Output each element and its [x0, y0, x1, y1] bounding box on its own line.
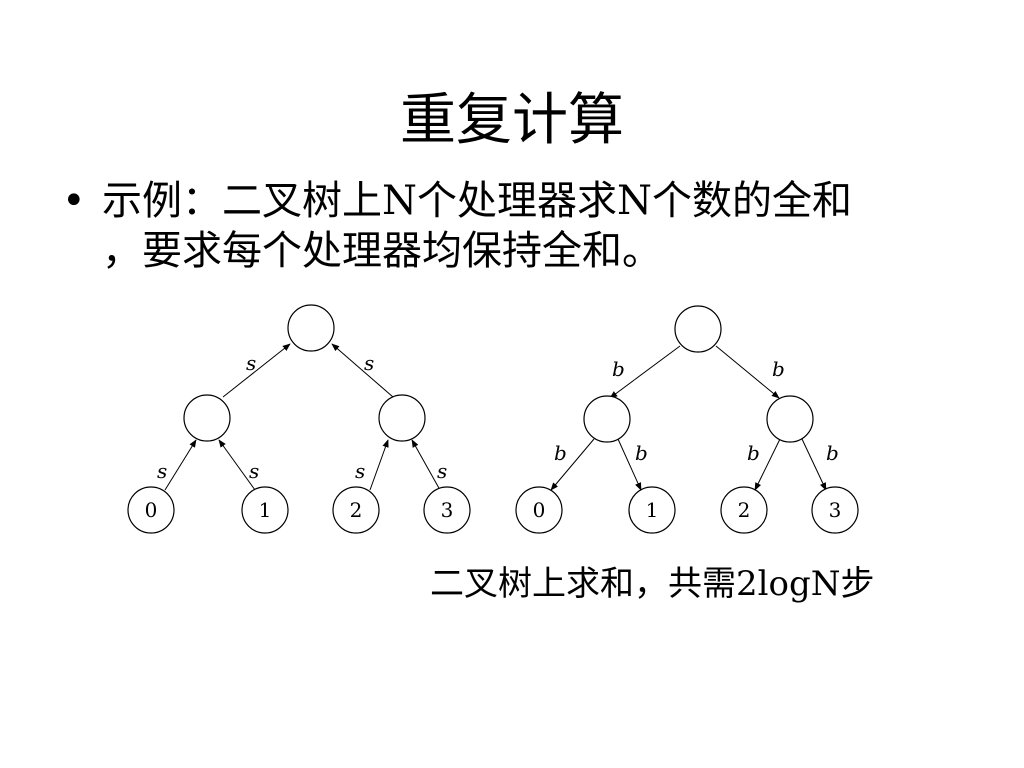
left-tree-edge [222, 343, 291, 398]
tree-node-leaf: 2 [332, 486, 380, 534]
left-edge-label: s [364, 351, 374, 375]
leaf-label: 1 [259, 498, 272, 522]
right-tree: b b b b b b 0 1 2 3 [515, 305, 859, 534]
bullet-line-1: 示例：二叉树上N个处理器求N个数的全和 [102, 178, 852, 224]
bullet-line-2: ，要求每个处理器均保持全和。 [102, 228, 662, 274]
left-tree: s s s s s s 0 1 2 3 [127, 304, 471, 534]
right-tree-edge [550, 438, 595, 491]
left-tree-edge [411, 439, 441, 491]
tree-node-internal [583, 395, 631, 443]
right-edge-label: b [772, 357, 785, 381]
left-edge-label: s [437, 459, 447, 483]
tree-node-internal [766, 395, 814, 443]
right-edge-label: b [554, 441, 567, 465]
tree-node-leaf: 3 [423, 486, 471, 534]
leaf-label: 1 [646, 498, 659, 522]
diagram-caption: 二叉树上求和，共需2logN步 [430, 564, 875, 604]
tree-node-leaf: 2 [720, 486, 768, 534]
left-edge-label: s [249, 459, 259, 483]
left-tree-edge [369, 439, 389, 491]
leaf-label: 0 [533, 498, 546, 522]
right-tree-edge [609, 345, 681, 399]
tree-node-root [287, 304, 335, 352]
left-edge-label: s [157, 459, 167, 483]
left-edge-label: s [246, 351, 256, 375]
leaf-label: 2 [350, 498, 363, 522]
left-tree-edge [164, 439, 197, 491]
left-edge-label: s [355, 459, 365, 483]
right-edge-label: b [826, 441, 839, 465]
tree-node-leaf: 3 [811, 486, 859, 534]
leaf-label: 3 [829, 498, 842, 522]
right-edge-label: b [635, 441, 648, 465]
tree-node-leaf: 1 [628, 486, 676, 534]
right-tree-edge [754, 438, 781, 491]
tree-node-internal [378, 394, 426, 442]
leaf-label: 0 [145, 498, 158, 522]
leaf-label: 3 [441, 498, 454, 522]
tree-node-leaf: 0 [515, 486, 563, 534]
tree-node-internal [183, 394, 231, 442]
left-tree-edge [331, 343, 394, 398]
right-edge-label: b [747, 441, 760, 465]
slide-title: 重复计算 [400, 88, 624, 153]
leaf-label: 2 [738, 498, 751, 522]
tree-node-leaf: 1 [241, 486, 289, 534]
right-tree-edge [801, 438, 827, 491]
tree-node-root [674, 305, 722, 353]
right-tree-edge [617, 438, 642, 491]
bullet-dot-icon: • [62, 178, 86, 224]
right-tree-edge [715, 345, 780, 399]
left-tree-edge [218, 439, 256, 491]
bullet-text: 示例：二叉树上N个处理器求N个数的全和 ，要求每个处理器均保持全和。 [102, 176, 962, 276]
right-edge-label: b [612, 357, 625, 381]
tree-node-leaf: 0 [127, 486, 175, 534]
